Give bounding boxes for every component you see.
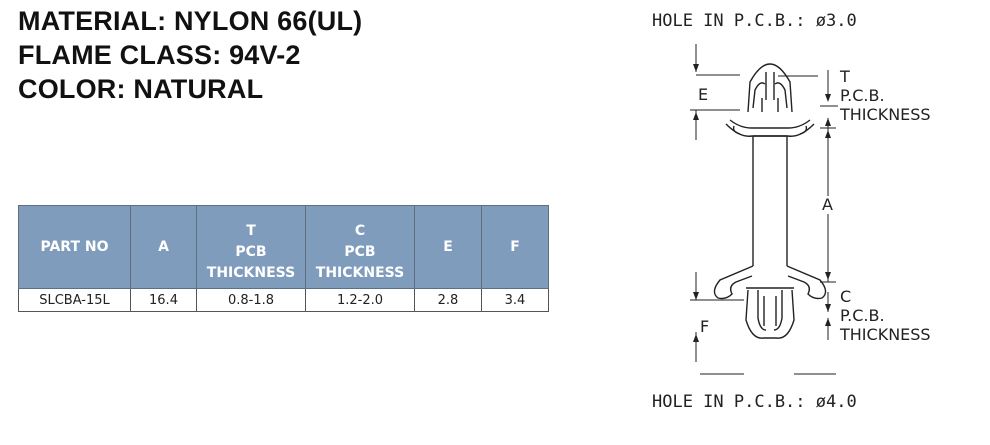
part-spec-table: PART NO A T PCB THICKNESS C PCB THICKNES… bbox=[18, 205, 549, 312]
cell-c: 1.2-2.0 bbox=[305, 288, 415, 312]
hole-top-label: HOLE IN P.C.B.: ø3.0 bbox=[652, 11, 857, 31]
hole-bottom-label: HOLE IN P.C.B.: ø4.0 bbox=[652, 392, 857, 412]
cell-e: 2.8 bbox=[414, 288, 482, 312]
header-c: C PCB THICKNESS bbox=[305, 205, 415, 289]
dim-c-label: C bbox=[840, 287, 851, 306]
color-spec: COLOR: NATURAL bbox=[18, 74, 264, 104]
header-a: A bbox=[130, 205, 197, 289]
header-c-line3: THICKNESS bbox=[315, 265, 405, 281]
dimension-arrows bbox=[693, 64, 831, 342]
dim-t-label: T bbox=[839, 67, 850, 86]
header-e: E bbox=[414, 205, 482, 289]
table-header-row: PART NO A T PCB THICKNESS C PCB THICKNES… bbox=[18, 205, 549, 289]
header-c-line1: C bbox=[354, 223, 366, 239]
part-outline bbox=[713, 63, 827, 339]
material-spec: MATERIAL: NYLON 66(UL) bbox=[18, 6, 363, 36]
header-t-line3: THICKNESS bbox=[206, 265, 296, 281]
cell-a: 16.4 bbox=[130, 288, 197, 312]
dim-t-thickness-label: THICKNESS bbox=[839, 105, 931, 124]
dim-c-pcb-label: P.C.B. bbox=[840, 306, 885, 325]
cell-t: 0.8-1.8 bbox=[196, 288, 306, 312]
spec-block: MATERIAL: NYLON 66(UL) FLAME CLASS: 94V-… bbox=[18, 4, 362, 106]
spacer-support-drawing: HOLE IN P.C.B.: ø3.0 E T P.C.B. THICKNES… bbox=[652, 11, 931, 412]
dim-f-label: F bbox=[700, 317, 709, 336]
cell-part-no: SLCBA-15L bbox=[18, 288, 131, 312]
header-t-line1: T bbox=[246, 223, 256, 239]
dim-a-label: A bbox=[822, 195, 833, 214]
header-f: F bbox=[481, 205, 549, 289]
cell-f: 3.4 bbox=[481, 288, 549, 312]
dim-e-label: E bbox=[698, 85, 708, 104]
header-part-no: PART NO bbox=[18, 205, 131, 289]
dim-t-pcb-label: P.C.B. bbox=[840, 86, 885, 105]
table-row: SLCBA-15L 16.4 0.8-1.8 1.2-2.0 2.8 3.4 bbox=[18, 288, 549, 312]
header-t-line2: PCB bbox=[235, 244, 267, 260]
header-t: T PCB THICKNESS bbox=[196, 205, 306, 289]
flame-class-spec: FLAME CLASS: 94V-2 bbox=[18, 40, 301, 70]
header-c-line2: PCB bbox=[344, 244, 376, 260]
dim-c-thickness-label: THICKNESS bbox=[839, 325, 931, 344]
